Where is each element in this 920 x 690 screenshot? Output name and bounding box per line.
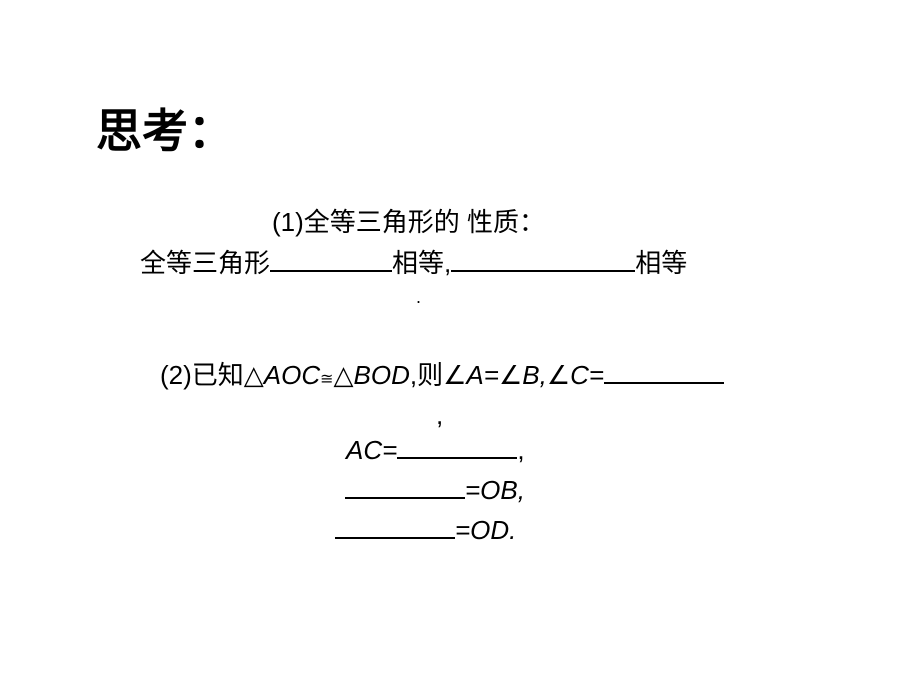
q1-blank-2	[451, 248, 636, 272]
q2-statement: (2)已知△AOC≅△BOD,则∠A=∠B,∠C=	[160, 360, 725, 395]
q2-prefix: (2)已知	[160, 360, 244, 390]
q2-blank-angle	[604, 360, 725, 384]
q2-angle-c: ∠C=	[546, 360, 605, 390]
q2-angle-eq: ∠A=∠B,	[443, 360, 547, 390]
q2-od-label: =OD.	[455, 515, 517, 545]
q1-mid: 相等,	[392, 248, 452, 278]
q1-heading: (1)全等三角形的 性质：	[272, 207, 546, 237]
slide-title: 思考：	[96, 105, 234, 157]
q2-blank-ob	[345, 475, 465, 499]
q2-ob-label: =OB,	[465, 475, 525, 505]
q2-blank-od	[335, 515, 455, 539]
q2-blank-ac	[397, 435, 518, 459]
q1-blank-1	[270, 248, 393, 272]
q2-ac-line: AC=,	[346, 435, 525, 465]
q1-period: .	[416, 287, 422, 307]
q1-end: 相等	[635, 248, 688, 278]
q2-od-line: =OD.	[335, 515, 516, 545]
q2-then: ,则	[409, 360, 444, 390]
q2-comma-2: ,	[517, 435, 525, 465]
q2-ob-line: =OB,	[345, 475, 525, 505]
congruent-symbol: ≅	[320, 371, 334, 388]
q2-triangle-bod: △BOD	[333, 360, 410, 390]
q1-prefix: 全等三角形	[140, 248, 271, 278]
q2-triangle-aoc: △AOC	[243, 360, 321, 390]
q1-statement: 全等三角形 相等, 相等	[140, 248, 687, 278]
q2-ac-label: AC=	[346, 435, 398, 465]
q2-comma-1: ,	[436, 400, 444, 430]
